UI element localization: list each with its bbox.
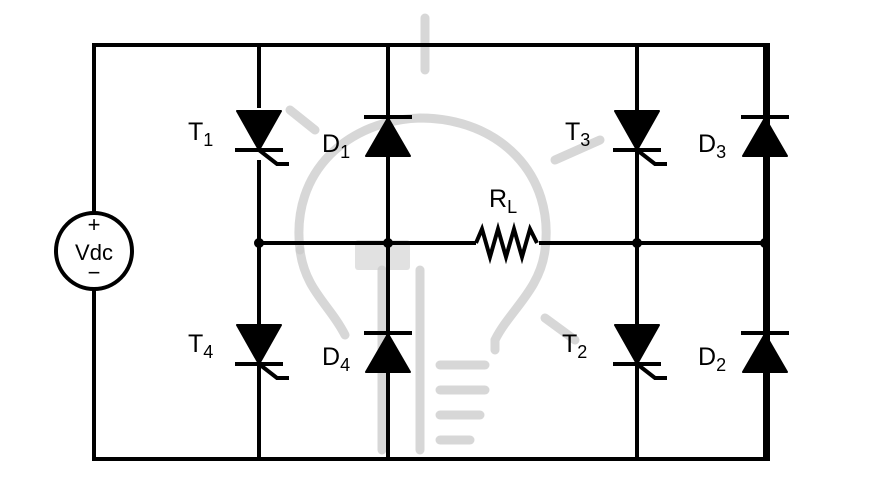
d4-label: D4 bbox=[322, 343, 350, 375]
diode-d2: D2 bbox=[698, 331, 789, 375]
thyristor-t4: T4 bbox=[188, 324, 289, 380]
diode-d1: D1 bbox=[322, 115, 412, 162]
thyristor-t2: T2 bbox=[562, 324, 667, 380]
rl-label: RL bbox=[489, 185, 517, 217]
resistor-rl: RL bbox=[474, 185, 539, 265]
lightbulb-watermark-icon bbox=[285, 13, 605, 455]
thyristor-t1: T1 bbox=[188, 108, 289, 166]
circuit-wires bbox=[92, 43, 770, 461]
diode-d4: D4 bbox=[322, 331, 412, 375]
t4-label: T4 bbox=[188, 330, 213, 362]
t3-label: T3 bbox=[565, 118, 590, 150]
d1-label: D1 bbox=[322, 130, 350, 162]
t2-label: T2 bbox=[562, 330, 587, 362]
source-circle bbox=[54, 211, 134, 291]
diode-d3: D3 bbox=[698, 115, 789, 162]
junction-nodes bbox=[254, 238, 770, 248]
d3-label: D3 bbox=[698, 130, 726, 162]
d2-label: D2 bbox=[698, 343, 726, 375]
source-minus-sign: − bbox=[88, 260, 101, 285]
thyristor-t3: T3 bbox=[565, 110, 667, 166]
dc-voltage-source: + Vdc − bbox=[54, 211, 134, 291]
t1-label: T1 bbox=[188, 118, 213, 150]
source-label: Vdc bbox=[75, 240, 113, 265]
source-plus-sign: + bbox=[88, 212, 101, 237]
